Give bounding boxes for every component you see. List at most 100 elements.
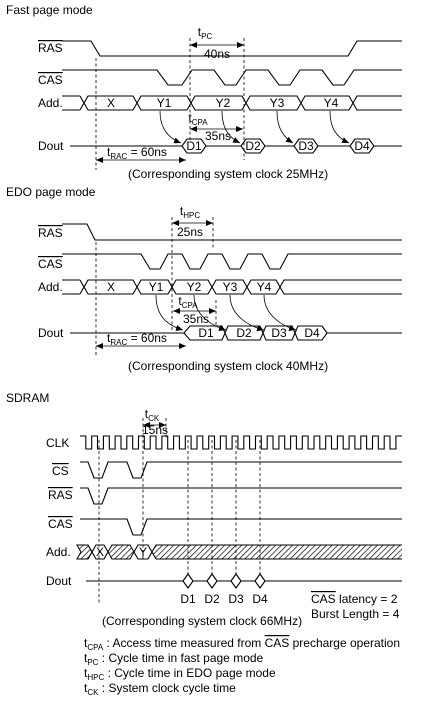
edo-tcpa-value: 35ns [183, 312, 209, 326]
sdram-cas-latency: CAS latency = 2 [311, 592, 398, 606]
sdram-d3: D3 [228, 592, 244, 606]
svg-text:tCK: tCK [145, 407, 160, 423]
fast-d4: D4 [354, 139, 370, 153]
svg-text:tCPA: tCPA [178, 294, 198, 310]
edo-thpc-sub: HPC [183, 211, 200, 220]
sdram-tck-sub: CK [148, 414, 160, 423]
edo-trac-main: t [107, 331, 111, 345]
sdram-tck-annotation: tCK 15ns [142, 407, 168, 437]
sdram-clk-waveform [80, 435, 402, 450]
edo-addr-x: X [107, 280, 115, 294]
edo-thpc-value: 25ns [177, 225, 203, 239]
fast-d2-cell [240, 138, 266, 154]
sdram-d1-cell [182, 573, 194, 589]
sdram-addr-x: X [96, 545, 104, 559]
edo-d3: D3 [271, 326, 287, 340]
sdram-addr-label: Add. [46, 545, 71, 559]
sdram-d1: D1 [180, 592, 196, 606]
edo-d1: D1 [198, 326, 214, 340]
sdram-cas-waveform [80, 518, 402, 536]
fast-tpc-sub: PC [201, 32, 212, 41]
fast-dout-label: Dout [38, 139, 64, 153]
sdram-section: SDRAM tCK 15ns CLK CS RAS CAS Add. X [6, 391, 402, 628]
edo-tcpa-sub: CPA [182, 301, 199, 310]
sdram-d4: D4 [252, 592, 268, 606]
edo-addr-y1: Y1 [149, 280, 164, 294]
sdram-title: SDRAM [6, 391, 49, 405]
legend-item-tpc: tPC : Cycle time in fast page mode [84, 651, 264, 667]
sdram-d2: D2 [204, 592, 220, 606]
fast-d1: D1 [186, 139, 202, 153]
fast-addr-y1: Y1 [157, 96, 172, 110]
edo-ras-waveform [62, 223, 402, 241]
svg-text:tHPC: tHPC [180, 204, 200, 220]
sdram-cs-label: CS [52, 464, 69, 478]
edo-addr-label: Add. [38, 280, 63, 294]
edo-addr-y2: Y2 [187, 280, 202, 294]
edo-trac-annotation: tRAC = 60ns [96, 331, 186, 349]
svg-text:tRAC = 60ns: tRAC = 60ns [107, 331, 167, 347]
fast-d3: D3 [298, 139, 314, 153]
fast-addr-bus [62, 95, 402, 111]
fast-tpc-annotation: tPC 40ns [190, 25, 244, 61]
svg-text:tCPA: tCPA [188, 111, 208, 127]
fast-tpc-value: 40ns [204, 47, 230, 61]
sdram-clock-note: (Corresponding system clock 66MHz) [102, 614, 302, 628]
fast-ras-waveform [62, 40, 402, 57]
legend-item-thpc: tHPC : Cycle time in EDO page mode [84, 666, 276, 682]
edo-trac-sub: RAC [110, 338, 127, 347]
edo-tcpa-annotation: tCPA 35ns [173, 294, 216, 326]
edo-d2: D2 [236, 326, 252, 340]
legend-item-tck: tCK : System clock cycle time [84, 681, 236, 697]
edo-thpc-annotation: tHPC 25ns [172, 204, 213, 239]
fast-trac-main: t [107, 145, 111, 159]
fast-addr-label: Add. [38, 96, 63, 110]
fast-addr-x: X [107, 96, 115, 110]
sdram-d2-cell [206, 573, 218, 589]
edo-addr-y3: Y3 [223, 280, 238, 294]
sdram-ras-waveform [80, 487, 402, 505]
sdram-tck-value: 15ns [142, 423, 168, 437]
fast-clock-note: (Corresponding system clock 25MHz) [128, 167, 328, 181]
fast-tpc-main: t [198, 25, 202, 39]
edo-d4: D4 [304, 326, 320, 340]
sdram-cs-waveform [80, 461, 402, 479]
sdram-burst-length: Burst Length = 4 [311, 607, 400, 621]
sdram-cas-latency-value: latency = 2 [336, 592, 398, 606]
edo-cas-waveform [62, 253, 402, 270]
fast-cas-waveform [62, 69, 402, 86]
edo-addr-y4: Y4 [257, 280, 272, 294]
svg-text:tPC: tPC [198, 25, 213, 41]
edo-page-mode-section: EDO page mode tHPC 25ns RAS CAS Add. X Y… [6, 185, 402, 373]
fast-tcpa-value: 35ns [205, 129, 231, 143]
edo-addr-bus [62, 279, 402, 295]
edo-trac-value: = 60ns [127, 331, 167, 345]
legend-item-tcpa: tCPA : Access time measured from CAS pre… [84, 636, 400, 652]
edo-tcpa-main: t [178, 294, 182, 308]
fast-addr-y4: Y4 [324, 96, 339, 110]
fast-title: Fast page mode [6, 3, 93, 17]
edo-clock-note: (Corresponding system clock 40MHz) [128, 359, 328, 373]
fast-addr-y3: Y3 [270, 96, 285, 110]
fast-d2: D2 [245, 139, 261, 153]
sdram-d4-cell [254, 573, 266, 589]
sdram-ras-label: RAS [48, 488, 73, 502]
fast-page-mode-section: Fast page mode tPC 40ns RAS CAS Add. X Y… [6, 3, 402, 181]
fast-trac-annotation: tRAC = 60ns [96, 145, 186, 163]
sdram-cas-latency-prefix: CAS [311, 592, 336, 606]
sdram-clk-label: CLK [46, 436, 69, 450]
sdram-cas-label: CAS [48, 517, 73, 531]
edo-cas-label: CAS [38, 257, 63, 271]
edo-ras-label: RAS [38, 226, 63, 240]
fast-addr-y2: Y2 [216, 96, 231, 110]
fast-cas-label: CAS [38, 73, 63, 87]
svg-text:tRAC = 60ns: tRAC = 60ns [107, 145, 167, 161]
fast-d4-cell [349, 138, 375, 154]
fast-tcpa-sub: CPA [192, 118, 209, 127]
edo-dout-label: Dout [38, 326, 64, 340]
sdram-tck-main: t [145, 407, 149, 421]
fast-d3-cell [293, 138, 319, 154]
sdram-addr-bus [76, 544, 402, 560]
timing-legend: tCPA : Access time measured from CAS pre… [84, 636, 400, 697]
